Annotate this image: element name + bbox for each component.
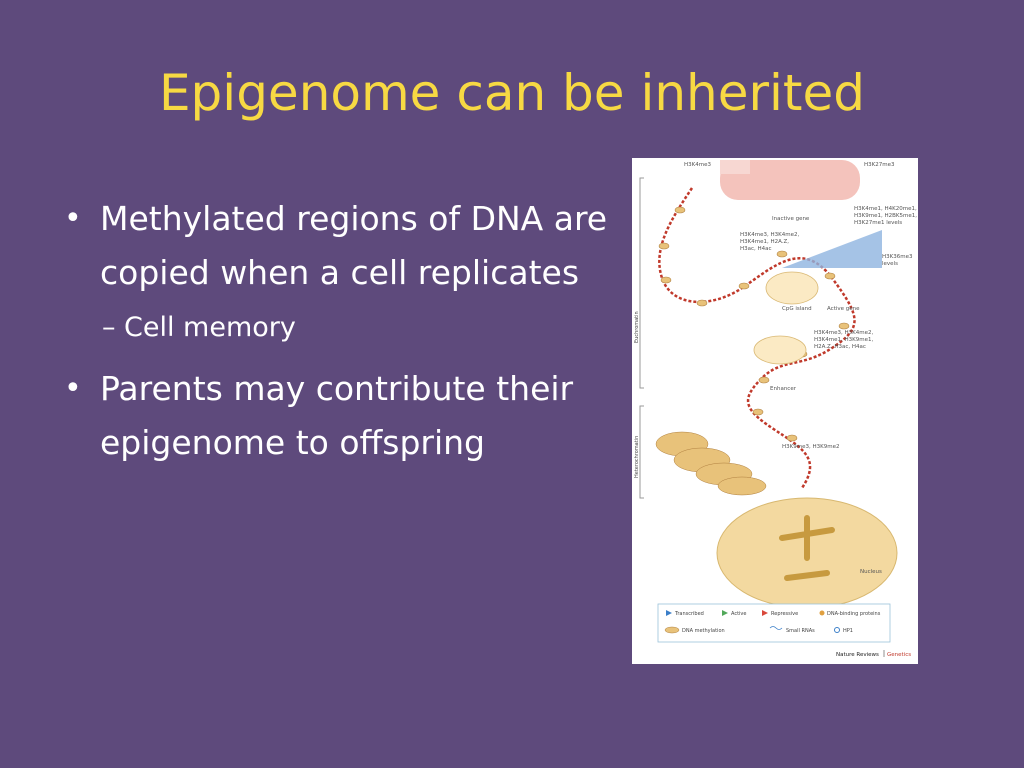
nucleosome-group (658, 206, 850, 442)
label-enh-c: H2A.Z, H3ac, H4ac (814, 344, 866, 350)
legend-hp1: HP1 (843, 628, 853, 634)
small-rnas-icon (769, 626, 783, 630)
label-enh-b: H3K4me1, H3K9me1, (814, 337, 873, 343)
legend-small-rnas: Small RNAs (786, 628, 815, 634)
bullet-dot: • (64, 371, 82, 406)
legend-transcribed: Transcribed (674, 611, 704, 617)
inactive-gene-region (720, 160, 860, 200)
euchromatin-bracket (639, 177, 644, 389)
heterochromatin-bracket (639, 405, 644, 499)
label-euchromatin: Euchromatin (634, 311, 640, 343)
label-h3k36-a: H3K36me3 (882, 254, 913, 260)
label-left-1a: H3K4me3, H3K4me2, (740, 232, 799, 238)
legend-dna-binding: DNA-binding proteins (827, 611, 881, 617)
legend-repressive: Repressive (771, 611, 798, 617)
repressive-icon (762, 610, 768, 616)
dna-binding-icon (819, 610, 825, 616)
label-h3k27me3-top: H3K27me3 (864, 162, 895, 168)
enhancer-bump (753, 335, 807, 365)
nucleosome (738, 282, 750, 290)
legend-box (657, 603, 891, 643)
bullet-text: Parents may contribute their epigenome t… (100, 369, 574, 462)
bullet-text: Methylated regions of DNA are copied whe… (100, 199, 608, 292)
methylation-gradient (782, 230, 882, 268)
dna-methylation-icon (664, 626, 680, 634)
nucleosome (752, 408, 764, 416)
bullet-item-methylated: • Methylated regions of DNA are copied w… (60, 192, 620, 300)
label-active-gene: Active gene (827, 306, 860, 312)
credit-nature-reviews: Nature Reviews (836, 652, 879, 658)
label-h3k9: H3K9me3, H3K9me2 (782, 444, 839, 450)
nucleosome (658, 242, 670, 250)
active-icon (722, 610, 728, 616)
legend-dna-methylation: DNA methylation (682, 628, 725, 634)
credit-genetics: Genetics (887, 652, 911, 658)
label-left-1c: H3ac, H4ac (740, 246, 772, 252)
slide-title: Epigenome can be inherited (158, 64, 866, 122)
label-nucleus: Nucleus (860, 569, 882, 575)
legend-active: Active (731, 611, 746, 617)
transcribed-icon (666, 610, 672, 616)
nucleosome (824, 272, 836, 280)
bullet-item-parents: • Parents may contribute their epigenome… (60, 362, 620, 470)
label-right-1a: H3K4me1, H4K20me1, (854, 206, 917, 212)
label-left-1b: H3K4me1, H2A.Z, (740, 239, 789, 245)
nucleosome (786, 434, 798, 442)
hp1-icon (834, 627, 840, 633)
sub-bullet-cell-memory: – Cell memory (60, 306, 620, 350)
epigenome-figure: H3K4me3 H3K27me3 Inactive gene Euchromat… (632, 158, 918, 664)
nucleosome (776, 250, 788, 258)
cpg-island-bump (765, 271, 819, 305)
chromosomes (779, 515, 835, 581)
nucleosome (660, 276, 672, 284)
bullet-dot: • (64, 201, 82, 236)
label-h3k36-b: levels (882, 261, 898, 267)
label-heterochromatin: Heterochromatin (634, 436, 640, 478)
label-inactive-gene: Inactive gene (772, 216, 810, 222)
label-enhancer: Enhancer (770, 386, 797, 392)
sub-bullet-text: Cell memory (124, 312, 296, 343)
label-h3k4me3-top: H3K4me3 (684, 162, 711, 168)
label-enh-a: H3K4me3, H3K4me2, (814, 330, 873, 336)
epigenome-diagram: H3K4me3 H3K27me3 Inactive gene Euchromat… (634, 160, 917, 658)
label-right-1c: H3K27me1 levels (854, 220, 902, 226)
heterochromatin-coil (655, 431, 767, 496)
label-cpg-island: CpG island (782, 306, 812, 312)
label-right-1b: H3K9me1, H2BK5me1, (854, 213, 917, 219)
coil-loop (717, 476, 767, 496)
sub-bullet-dash: – (102, 312, 116, 343)
bullet-list: • Methylated regions of DNA are copied w… (60, 192, 620, 476)
inactive-gene-highlight (720, 160, 750, 174)
nucleosome (674, 206, 686, 214)
nucleosome (838, 322, 850, 330)
nucleosome (758, 376, 770, 384)
nucleosome (696, 299, 708, 307)
